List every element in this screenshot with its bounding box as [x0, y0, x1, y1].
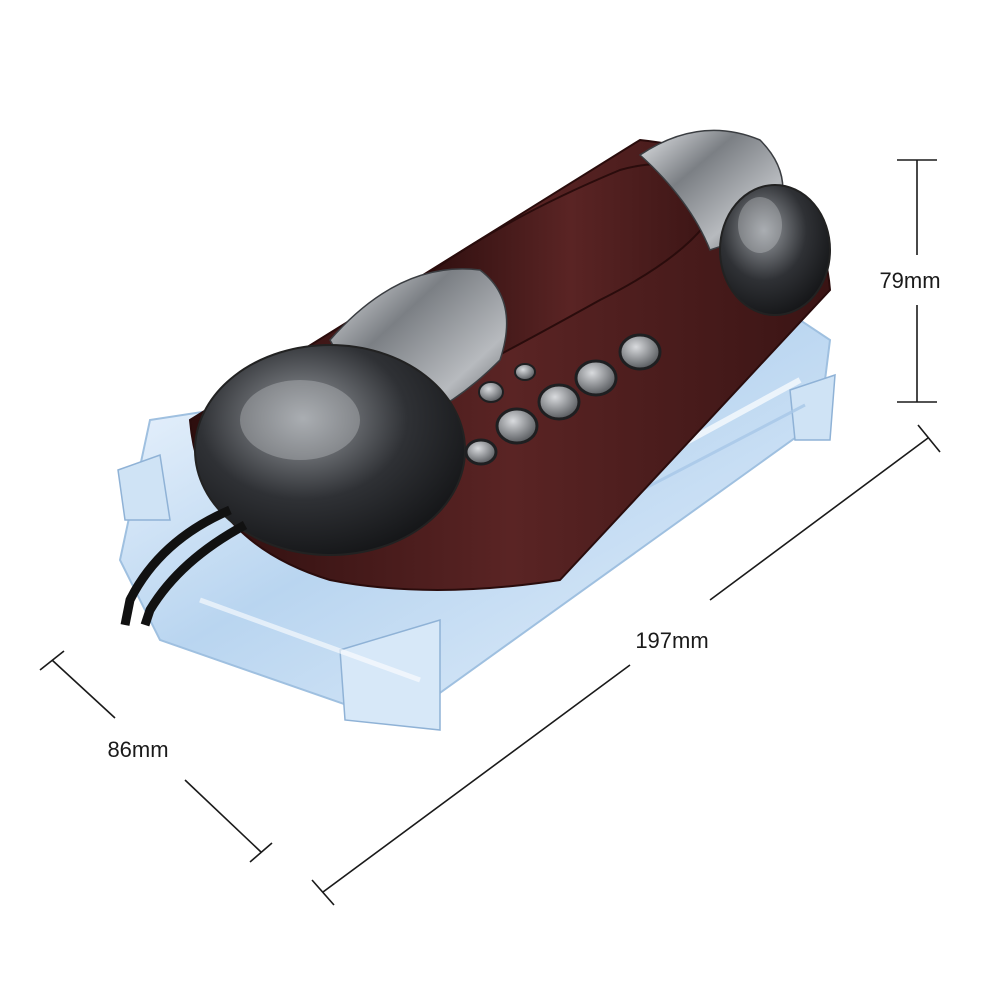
height-label: 79mm — [879, 268, 940, 293]
acrylic-foot-right — [789, 373, 836, 441]
phone-cord — [120, 505, 232, 626]
keypad — [464, 333, 662, 466]
keypad-button — [495, 407, 539, 445]
keypad-button — [478, 381, 504, 403]
keypad-button — [574, 359, 618, 397]
keypad-button — [537, 383, 581, 421]
length-dimension: 197mm — [311, 424, 941, 906]
height-dimension: 79mm — [879, 159, 941, 403]
keypad-button — [514, 363, 536, 381]
depth-label: 86mm — [107, 737, 168, 762]
keypad-button — [618, 333, 662, 371]
handset-earpiece-cup — [719, 184, 831, 316]
acrylic-foot-front — [339, 618, 441, 731]
handset — [194, 129, 831, 556]
keypad-button — [464, 438, 498, 466]
telephone — [117, 129, 836, 731]
length-label: 197mm — [635, 628, 708, 653]
acrylic-foot-left — [117, 453, 171, 521]
depth-dimension: 86mm — [39, 650, 273, 863]
